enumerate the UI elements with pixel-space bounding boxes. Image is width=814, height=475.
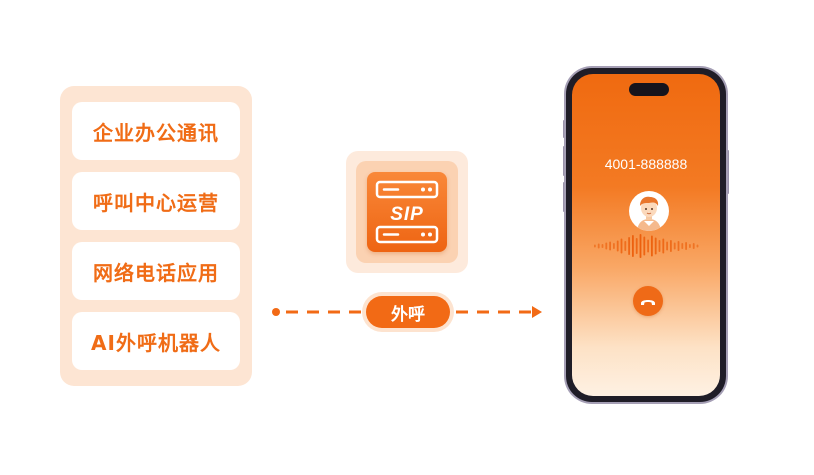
server-rack-top (375, 180, 439, 199)
hang-up-icon (641, 300, 655, 305)
waveform-bar (605, 242, 608, 250)
sip-server: SIP (346, 151, 468, 273)
caller-number: 4001-888888 (604, 156, 688, 172)
scenario-item: AI外呼机器人 (72, 312, 240, 370)
call-flow-arrow (272, 306, 542, 318)
hang-up-button[interactable] (633, 286, 663, 316)
waveform-bar (651, 235, 653, 257)
waveform-bar (692, 243, 695, 249)
start-dot (272, 308, 280, 316)
waveform-bar (616, 240, 619, 252)
scenario-item: 网络电话应用 (72, 242, 240, 300)
waveform-bar (670, 240, 672, 252)
phone-side-button (563, 120, 566, 138)
waveform-bar (632, 235, 634, 257)
waveform-bar (662, 238, 665, 254)
scenario-item: 企业办公通讯 (72, 102, 240, 160)
waveform-bar (594, 244, 596, 248)
waveform-bar (689, 244, 691, 248)
waveform-bar (696, 244, 699, 248)
phone-mockup: 4001-888888 (566, 68, 726, 402)
waveform-bar (635, 238, 638, 254)
waveform-bar (673, 242, 676, 250)
server-icon: SIP (367, 172, 447, 252)
phone-side-button (726, 150, 729, 194)
waveform-bar (609, 241, 611, 251)
waveform-bar (597, 243, 600, 249)
waveform-bar (685, 242, 687, 250)
waveform-bar (647, 239, 649, 253)
waveform-bar (681, 243, 684, 249)
waveform-bar (643, 236, 646, 256)
waveform-bar (654, 237, 657, 255)
outbound-call-label: 外呼 (366, 296, 450, 328)
avatar-icon (629, 191, 669, 231)
waveform-bar (601, 244, 604, 248)
waveform-bar (639, 234, 642, 258)
waveform-icon (594, 234, 699, 258)
scenario-panel: 企业办公通讯 呼叫中心运营 网络电话应用 AI外呼机器人 (60, 86, 252, 386)
dynamic-island (629, 83, 669, 96)
waveform-bar (613, 243, 615, 249)
waveform-bar (620, 238, 623, 254)
phone-screen: 4001-888888 (572, 74, 720, 396)
waveform-bar (666, 241, 668, 251)
waveform-bar (658, 240, 661, 252)
waveform-bar (677, 241, 680, 251)
phone-side-button (563, 146, 566, 176)
waveform-bar (628, 237, 630, 255)
phone-side-button (563, 182, 566, 212)
sip-label: SIP (390, 204, 424, 225)
arrow-head-icon (532, 306, 542, 318)
waveform-bar (624, 241, 627, 251)
server-rack-bottom (375, 225, 439, 244)
scenario-item: 呼叫中心运营 (72, 172, 240, 230)
sip-server-frame: SIP (356, 161, 458, 263)
